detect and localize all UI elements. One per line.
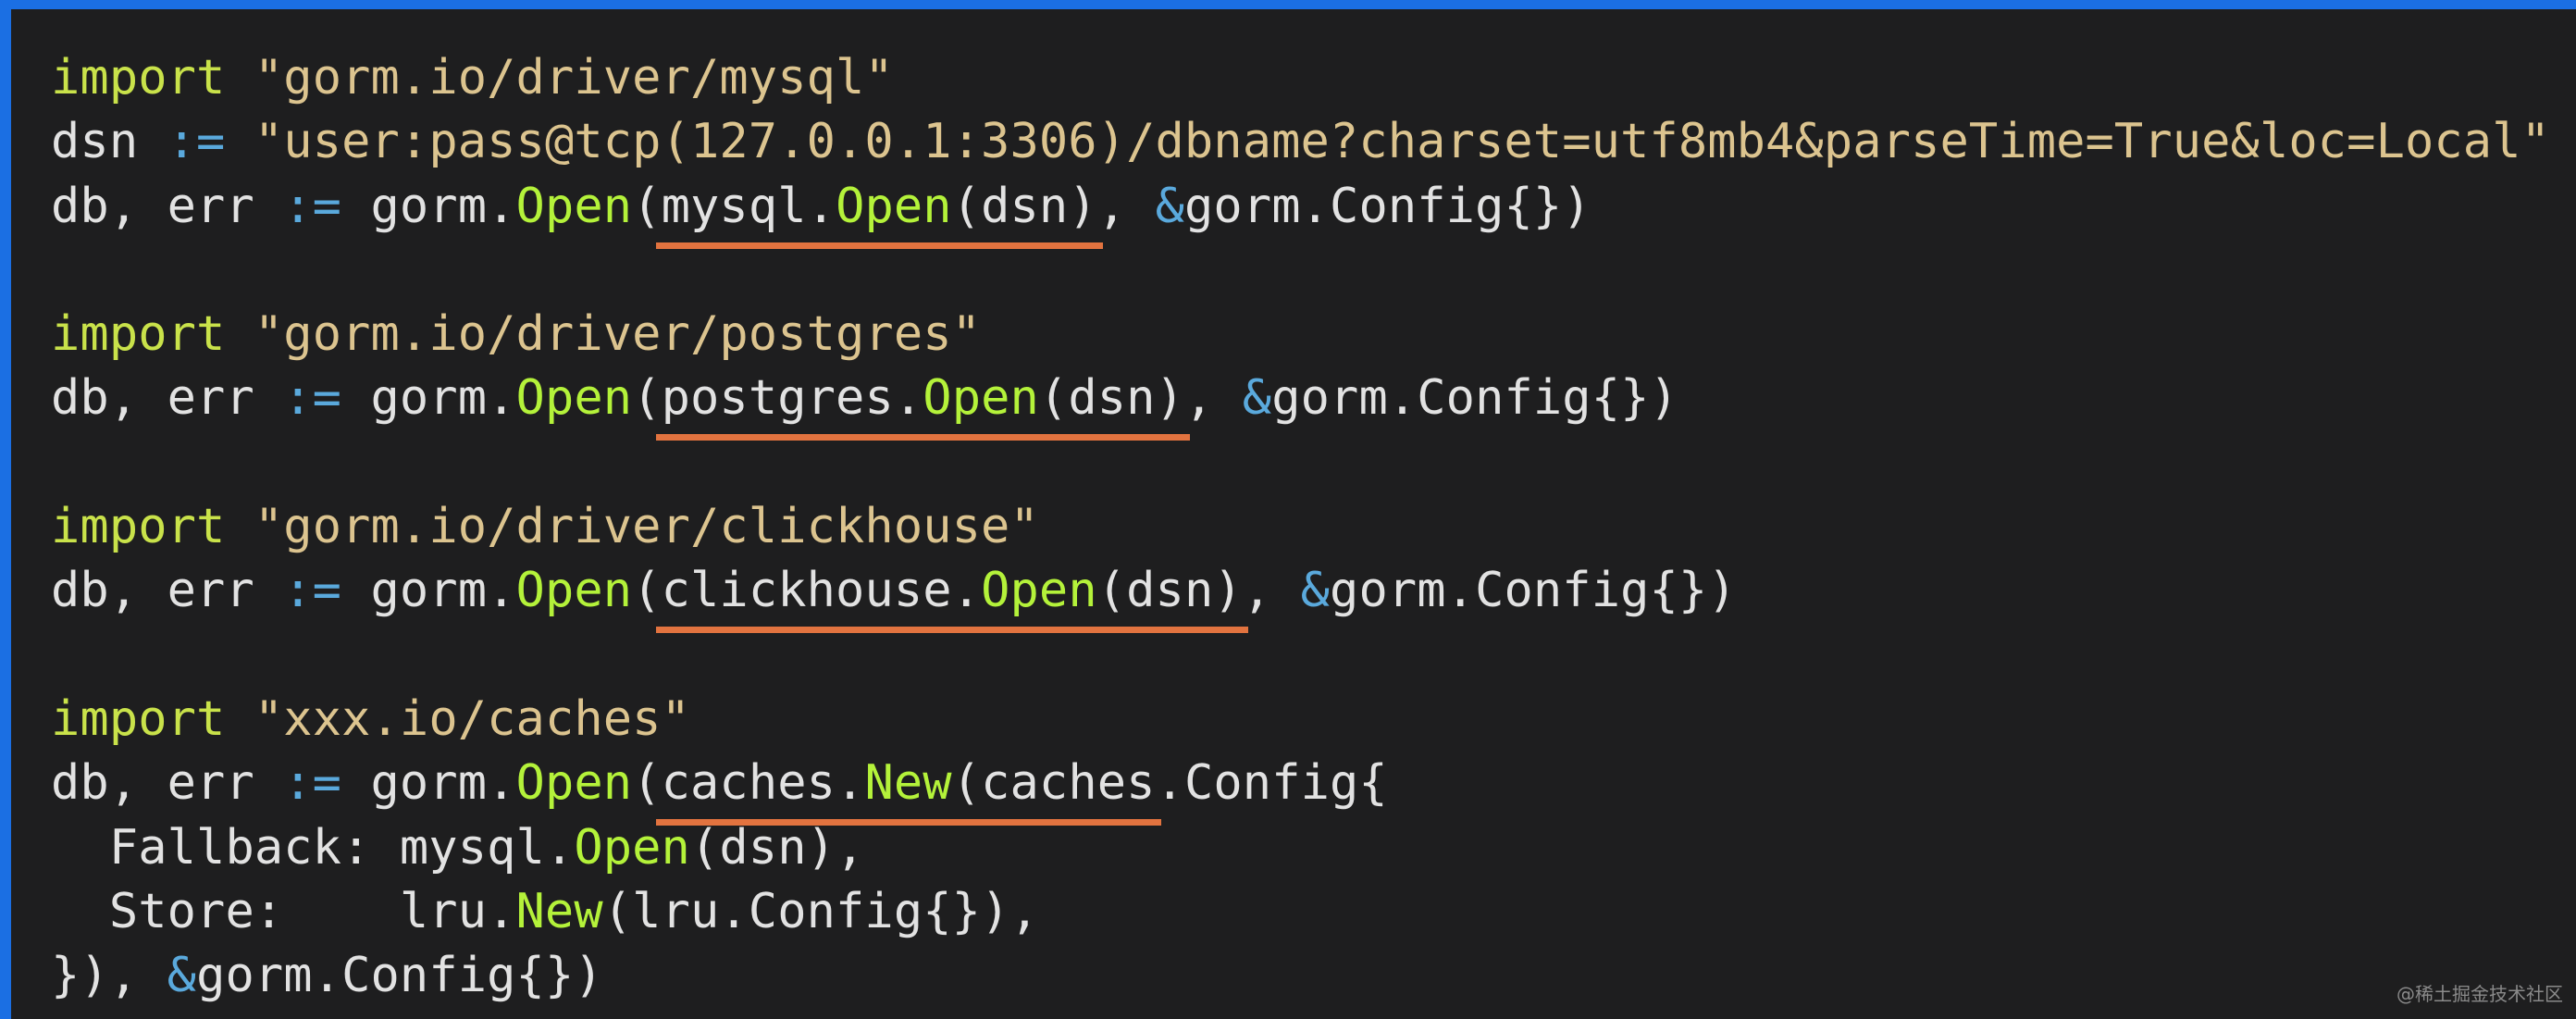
code-text: (dsn), (689, 819, 865, 876)
watermark: @稀土掘金技术社区 (2396, 983, 2563, 1005)
code-text: dsn (51, 114, 167, 170)
code-text: db, err (51, 755, 284, 812)
operator: & (1242, 370, 1272, 427)
code-text: ( (632, 563, 662, 619)
keyword: import (51, 306, 226, 363)
keyword: import (51, 690, 226, 747)
code-text: }), (51, 948, 167, 1004)
operator: := (283, 563, 342, 619)
code-line: Fallback: mysql.Open(dsn), (51, 816, 2550, 880)
code-text: gorm. (341, 755, 516, 812)
blank-line (51, 624, 2550, 688)
code-text: Store: lru. (51, 883, 516, 939)
function-name: Open (923, 370, 1039, 427)
code-line: import "xxx.io/caches" (51, 688, 2550, 752)
function-name: Open (574, 819, 690, 876)
operator: & (167, 948, 197, 1004)
operator: := (167, 114, 226, 170)
code-line: import "gorm.io/driver/postgres" (51, 303, 2550, 367)
code-text: (lru.Config{}), (602, 883, 1039, 939)
code-text: gorm. (341, 370, 516, 427)
code-text: db, err (51, 370, 284, 427)
code-text: gorm.Config{}) (196, 948, 603, 1004)
function-name: New (864, 755, 952, 812)
code-text: clickhouse. (661, 563, 982, 619)
function-name: Open (515, 563, 633, 619)
code-text: db, err (51, 178, 284, 234)
code-text: (dsn) (1038, 370, 1184, 427)
function-name: Open (981, 563, 1097, 619)
underlined-cache-call: caches.New(caches (662, 755, 1156, 811)
blank-line (51, 431, 2550, 495)
code-text: ( (632, 755, 662, 812)
code-text: .Config{ (1155, 755, 1388, 812)
code-text: , (1242, 563, 1301, 619)
string-literal: "user:pass@tcp(127.0.0.1:3306)/dbname?ch… (254, 114, 2551, 170)
keyword: import (51, 50, 226, 106)
code-text: gorm.Config{}) (1330, 563, 1737, 619)
code-line: Store: lru.New(lru.Config{}), (51, 880, 2550, 944)
code-text: , (1096, 178, 1156, 234)
operator: := (283, 178, 342, 234)
code-line: import "gorm.io/driver/mysql" (51, 46, 2550, 110)
underlined-driver-call: clickhouse.Open(dsn) (662, 563, 1243, 618)
function-name: New (515, 883, 603, 939)
underlined-driver-call: postgres.Open(dsn) (662, 370, 1184, 426)
operator: := (283, 370, 342, 427)
code-text: mysql. (661, 178, 836, 234)
string-literal: "xxx.io/caches" (254, 690, 690, 747)
code-text: Fallback: mysql. (51, 819, 575, 876)
operator: & (1300, 563, 1331, 619)
function-name: Open (515, 178, 633, 234)
string-literal: "gorm.io/driver/clickhouse" (254, 499, 1039, 555)
code-text: gorm.Config{}) (1184, 178, 1591, 234)
string-literal: "gorm.io/driver/postgres" (254, 306, 982, 363)
code-line: db, err := gorm.Open(caches.New(caches.C… (51, 752, 2550, 815)
code-block: import "gorm.io/driver/mysql" dsn := "us… (51, 46, 2550, 1008)
code-text: gorm. (341, 563, 516, 619)
function-name: Open (836, 178, 952, 234)
blank-line (51, 239, 2550, 303)
code-text: , (1183, 370, 1243, 427)
code-line: import "gorm.io/driver/clickhouse" (51, 495, 2550, 559)
code-text: (caches (951, 755, 1156, 812)
code-text: caches. (661, 755, 865, 812)
keyword: import (51, 499, 226, 555)
code-line: db, err := gorm.Open(postgres.Open(dsn),… (51, 367, 2550, 430)
code-text: gorm.Config{}) (1271, 370, 1678, 427)
operator: & (1155, 178, 1184, 234)
code-text: postgres. (661, 370, 923, 427)
code-text: db, err (51, 563, 284, 619)
code-text: ( (632, 370, 662, 427)
code-line: db, err := gorm.Open(clickhouse.Open(dsn… (51, 559, 2550, 623)
code-line: }), &gorm.Config{}) (51, 944, 2550, 1008)
underlined-driver-call: mysql.Open(dsn) (662, 179, 1097, 234)
code-text: (dsn) (1096, 563, 1243, 619)
function-name: Open (515, 755, 633, 812)
operator: := (283, 755, 342, 812)
code-line: dsn := "user:pass@tcp(127.0.0.1:3306)/db… (51, 110, 2550, 174)
code-text: gorm. (341, 178, 516, 234)
string-literal: "gorm.io/driver/mysql" (254, 50, 894, 106)
code-text: (dsn) (951, 178, 1097, 234)
code-line: db, err := gorm.Open(mysql.Open(dsn), &g… (51, 175, 2550, 239)
function-name: Open (515, 370, 633, 427)
code-text: ( (632, 178, 662, 234)
